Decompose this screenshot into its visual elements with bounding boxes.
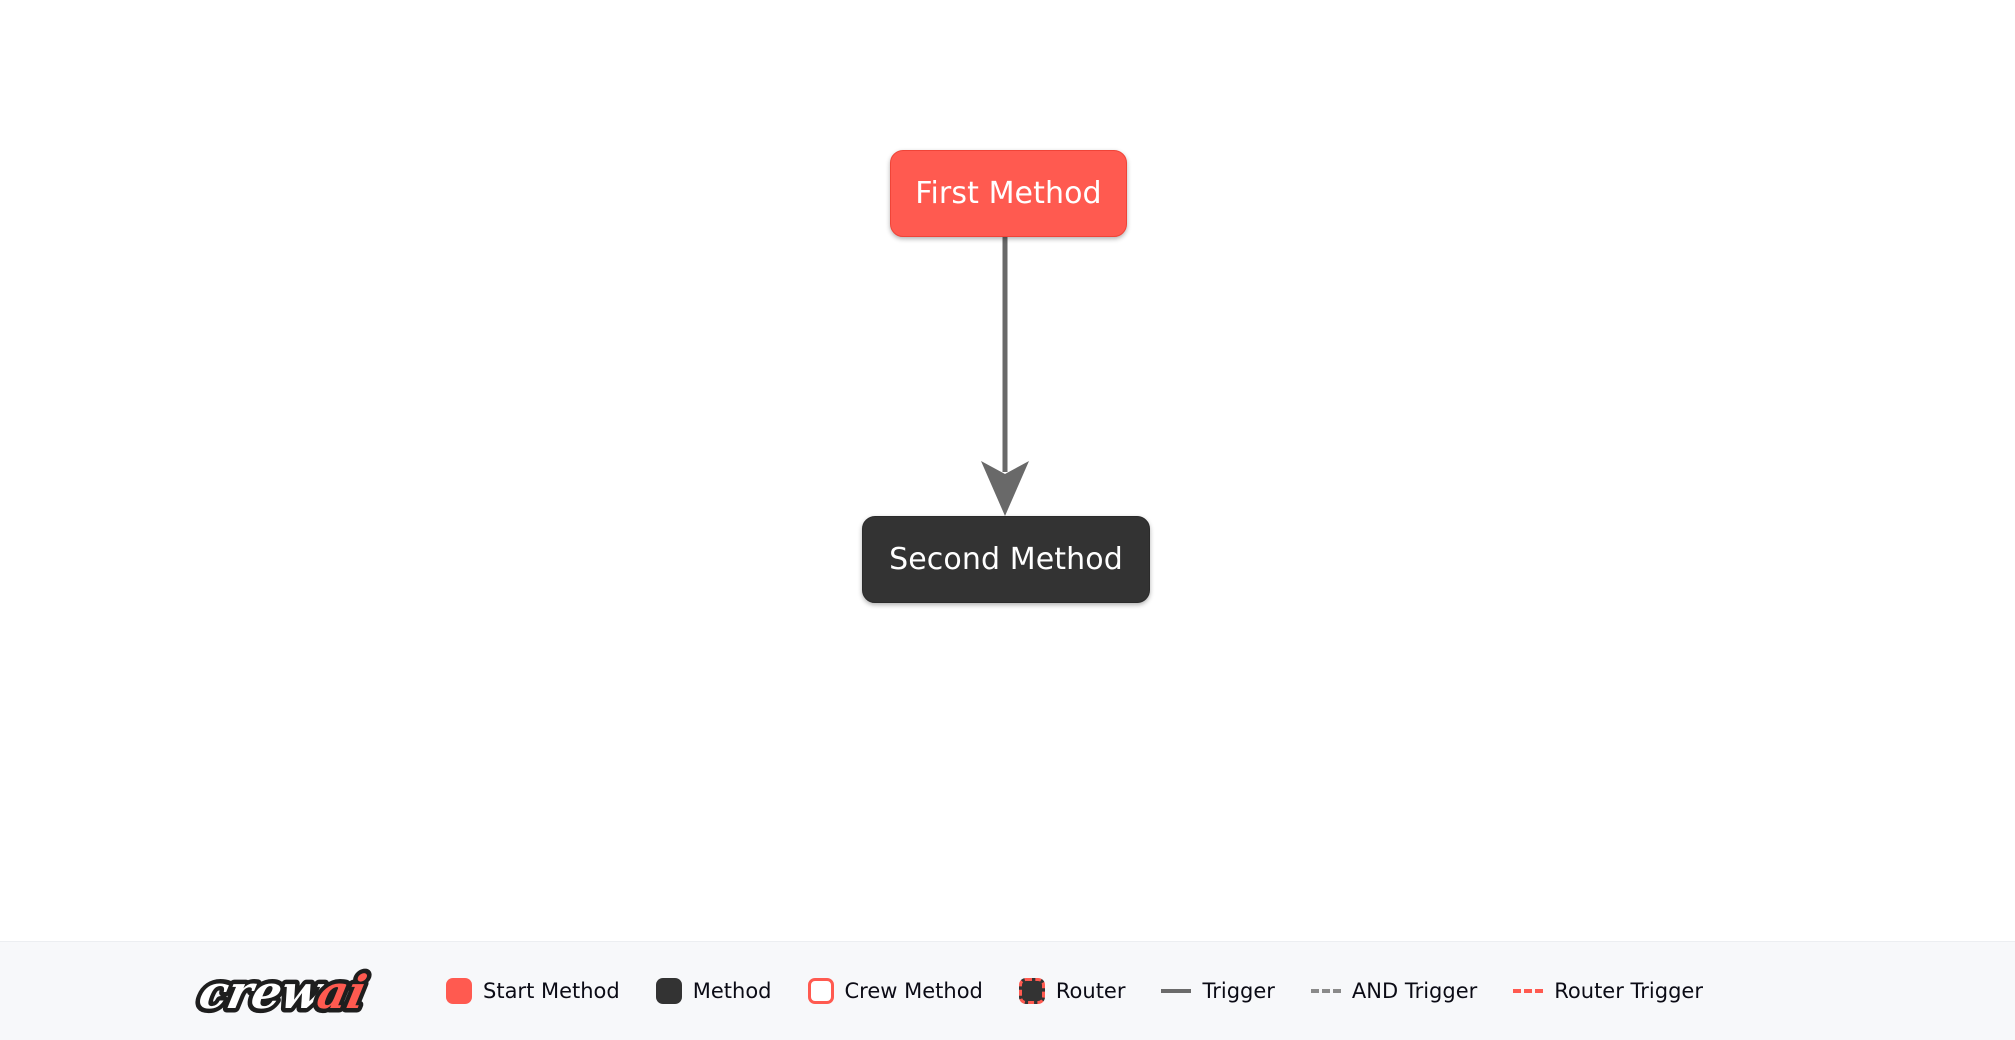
node-label: Second Method (889, 541, 1123, 577)
legend-label: Trigger (1202, 978, 1275, 1003)
legend-item-crew-method: Crew Method (807, 978, 983, 1004)
legend-items: Start Method Method Crew Method Router T… (446, 978, 1739, 1004)
and-trigger-line-icon (1310, 989, 1341, 993)
arrowhead-icon (981, 461, 1029, 516)
edges-layer (981, 237, 1029, 516)
router-swatch-icon (1018, 978, 1045, 1004)
flow-canvas[interactable]: First Method Second Method (0, 0, 2015, 941)
legend-label: Router (1055, 978, 1126, 1003)
legend-item-start-method: Start Method (446, 978, 620, 1004)
legend-item-router-trigger: Router Trigger (1513, 978, 1703, 1003)
legend-label: Start Method (483, 978, 620, 1003)
svg-text:crew: crew (195, 964, 330, 1018)
legend-label: Method (692, 978, 772, 1003)
logo-word-ai: ai (313, 964, 372, 1018)
legend-item-trigger: Trigger (1161, 978, 1275, 1003)
start-method-swatch-icon (446, 978, 472, 1004)
node-second-method[interactable]: Second Method (862, 516, 1150, 603)
edge-first-to-second (981, 237, 1029, 516)
crewai-logo: crew crew ai ai (190, 960, 376, 1023)
legend-label: AND Trigger (1351, 978, 1478, 1003)
legend-bar: crew crew ai ai Start Method Method Crew… (0, 941, 2015, 1040)
node-label: First Method (915, 175, 1102, 211)
legend-label: Router Trigger (1554, 978, 1703, 1003)
logo-word-crew: crew (195, 964, 330, 1018)
legend-item-method: Method (655, 978, 772, 1004)
crew-method-swatch-icon (807, 978, 834, 1004)
legend-label: Crew Method (844, 978, 983, 1003)
trigger-line-icon (1161, 989, 1192, 993)
method-swatch-icon (655, 978, 682, 1004)
router-trigger-line-icon (1513, 989, 1544, 993)
legend-item-and-trigger: AND Trigger (1310, 978, 1478, 1003)
node-first-method[interactable]: First Method (890, 150, 1127, 237)
legend-item-router: Router (1018, 978, 1126, 1004)
